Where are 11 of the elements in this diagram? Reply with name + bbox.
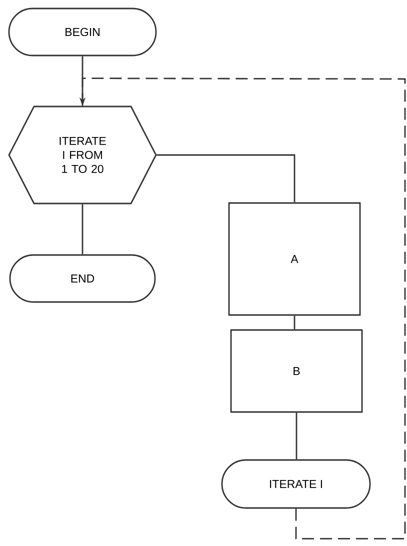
process-box: A [228,202,361,316]
connector-line [296,412,298,460]
loop-hexagon: ITERATE I FROM 1 TO 20 [8,106,157,204]
connector-line [294,316,296,330]
connector-line [82,56,84,106]
terminal-box: END [9,254,156,303]
connector-line [156,154,296,202]
terminal-box: ITERATE I [221,459,371,509]
terminal-box: BEGIN [8,8,157,56]
connector-line [82,204,84,254]
process-box: B [230,329,363,413]
